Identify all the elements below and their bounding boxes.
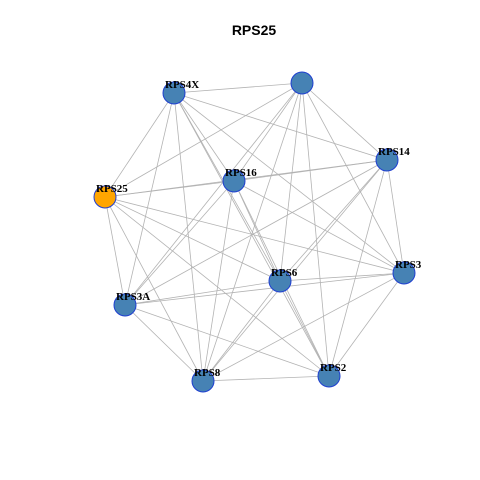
node-rps6 — [268, 269, 292, 293]
edge-rps25-rps6 — [104, 196, 281, 282]
edge-n2-rps6 — [279, 82, 303, 282]
edge-rps6-rps8 — [202, 280, 281, 382]
edge-rps16-rps3 — [233, 180, 405, 274]
node-label-rps4x: RPS4X — [165, 79, 199, 91]
edge-rps4x-rps14 — [173, 92, 388, 161]
nodes-layer — [93, 71, 416, 393]
edge-rps4x-rps3a — [124, 92, 175, 306]
edge-rps14-rps3 — [386, 159, 405, 274]
edge-rps25-rps3 — [104, 196, 405, 274]
node-rps2 — [317, 364, 341, 388]
node-label-rps8: RPS8 — [194, 367, 221, 379]
edge-rps16-rps3a — [124, 180, 235, 306]
node-label-rps6: RPS6 — [271, 267, 298, 279]
edge-n2-rps2 — [301, 82, 330, 377]
edge-rps16-rps8 — [202, 180, 235, 382]
edge-rps3-rps2 — [328, 272, 405, 377]
node-rps3a — [113, 293, 137, 317]
edge-n2-rps8 — [202, 82, 303, 382]
node-label-rps25: RPS25 — [96, 183, 128, 195]
edge-rps4x-rps25 — [104, 92, 175, 198]
edge-rps25-rps3a — [104, 196, 126, 306]
edge-n2-rps25 — [104, 82, 303, 198]
edge-n2-rps14 — [301, 82, 388, 161]
node-rps3 — [392, 261, 416, 285]
edge-rps14-rps3a — [124, 159, 388, 306]
edge-n2-rps3a — [124, 82, 303, 306]
edge-rps14-rps2 — [328, 159, 388, 377]
graph-title: RPS25 — [232, 22, 277, 38]
edge-n2-rps16 — [233, 82, 303, 182]
node-label-rps14: RPS14 — [378, 146, 410, 158]
edge-n2-rps3 — [301, 82, 405, 274]
edge-rps25-rps8 — [104, 196, 204, 382]
edge-rps4x-rps16 — [173, 92, 235, 182]
node-label-rps3: RPS3 — [395, 259, 422, 271]
edge-rps8-rps2 — [202, 375, 330, 382]
node-rps8 — [191, 369, 215, 393]
node-rps14 — [375, 148, 399, 172]
node-n2 — [290, 71, 314, 95]
node-rps25 — [93, 185, 117, 209]
node-rps16 — [222, 169, 246, 193]
edge-rps25-rps2 — [104, 196, 330, 377]
edge-rps4x-n2 — [173, 82, 303, 94]
edge-rps3-rps3a — [124, 272, 405, 306]
edge-rps4x-rps3 — [173, 92, 405, 274]
node-rps4x — [162, 81, 186, 105]
edge-rps3-rps6 — [279, 272, 405, 282]
edge-rps6-rps3a — [124, 280, 281, 306]
edge-rps14-rps6 — [279, 159, 388, 282]
edge-rps3a-rps8 — [124, 304, 204, 382]
edge-rps16-rps25 — [104, 180, 235, 198]
edges-layer — [104, 82, 405, 382]
edge-rps14-rps8 — [202, 159, 388, 382]
node-label-rps16: RPS16 — [225, 167, 257, 179]
edge-rps16-rps6 — [233, 180, 281, 282]
node-label-rps3a: RPS3A — [116, 291, 150, 303]
edge-rps3a-rps2 — [124, 304, 330, 377]
node-label-rps2: RPS2 — [320, 362, 347, 374]
edge-rps6-rps2 — [279, 280, 330, 377]
